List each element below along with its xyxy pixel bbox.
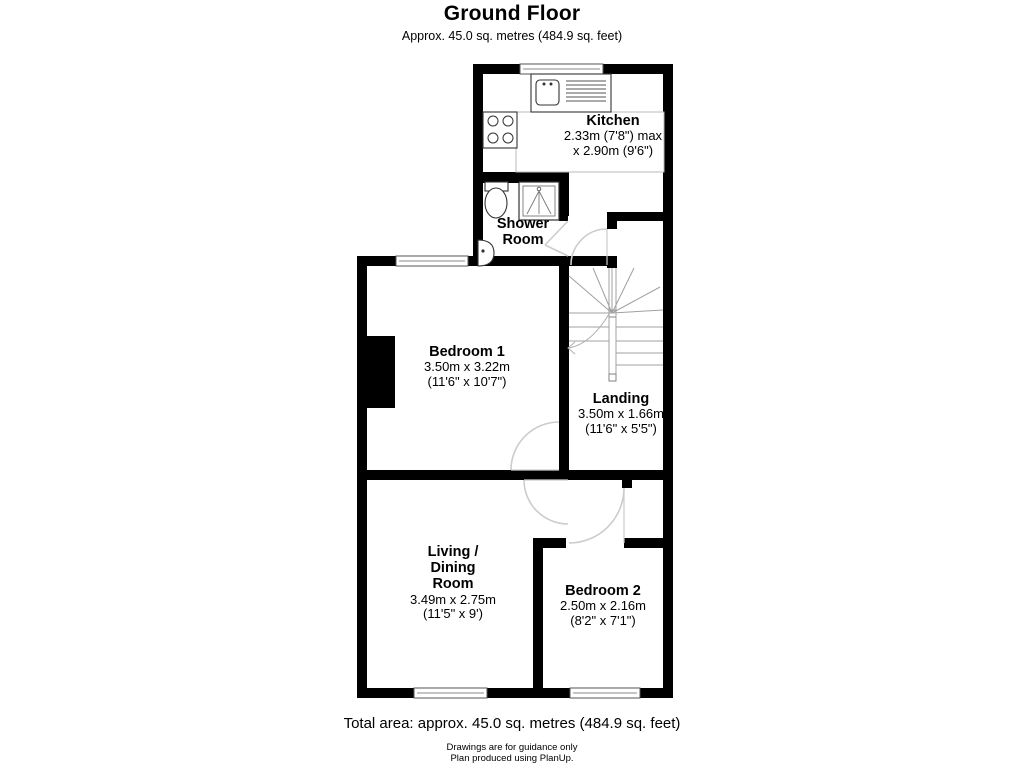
bedroom-2-name: Bedroom 2 <box>565 583 641 599</box>
kitchen-dim-1: 2.33m (7'8") max <box>563 128 663 144</box>
wall-kitchen-top-right <box>603 64 673 74</box>
wall-landing-left-upper <box>569 256 617 266</box>
stair-winder-6 <box>611 309 664 314</box>
window-kitchen <box>519 63 604 75</box>
wash-basin <box>477 239 495 267</box>
wall-landing-bottom-nib <box>622 470 632 488</box>
page-subtitle: Approx. 45.0 sq. metres (484.9 sq. feet) <box>401 29 623 43</box>
kitchen-drainer <box>566 80 606 102</box>
wall-bedroom2-top-left <box>533 538 566 548</box>
living-dining-dim-imperial: (11'5" x 9') <box>423 606 483 622</box>
window-group <box>395 63 641 699</box>
landing-name: Landing <box>592 391 650 407</box>
bedroom-1-dim-metric: 3.50m x 3.22m <box>424 359 510 375</box>
wall-bedroom1-bottom <box>357 470 569 480</box>
stair-newel-bottom <box>608 373 617 382</box>
wall-landing-left-upper2 <box>607 256 617 268</box>
wall-landing-top-nib2 <box>607 212 617 229</box>
shower-room-name-1: Shower <box>496 216 550 232</box>
wall-bedroom2-left <box>533 538 543 698</box>
door-shower-room <box>544 220 569 257</box>
kitchen-tap-1 <box>542 82 546 86</box>
wall-outer-bottom-left <box>357 688 414 698</box>
wall-kitchen-shower-divider <box>473 172 569 183</box>
wall-kitchen-top-left <box>473 64 520 74</box>
shower-spray-1 <box>526 190 540 215</box>
stair-winder-1 <box>568 275 613 314</box>
wall-shower-bottom <box>473 256 569 266</box>
total-area-text: Total area: approx. 45.0 sq. metres (484… <box>343 715 681 732</box>
wall-bedroom2-top-right <box>624 538 673 548</box>
stair-winder-4 <box>611 267 635 314</box>
wall-outer-right-upper <box>663 64 673 219</box>
wall-outer-bottom-mid <box>487 688 570 698</box>
wall-landing-top-nib <box>607 212 663 221</box>
door-landing-top <box>570 228 608 266</box>
kitchen-hob-burner-2 <box>502 115 514 127</box>
room-label-living-dining-room: Living / Dining Room 3.49m x 2.75m (11'5… <box>369 544 537 622</box>
wall-landing-bottom <box>569 470 663 480</box>
room-label-bedroom-1: Bedroom 1 3.50m x 3.22m (11'6" x 10'7") <box>376 344 558 389</box>
stair-winder-5 <box>611 286 661 314</box>
door-living-dining <box>523 479 569 525</box>
wall-nib-shower-door <box>559 212 568 221</box>
wall-outer-right-lower <box>663 219 673 698</box>
shower-room-fixtures <box>477 181 560 267</box>
room-label-kitchen: Kitchen 2.33m (7'8") max x 2.90m (9'6") <box>518 113 708 158</box>
window-living-dining <box>413 687 488 699</box>
wall-outer-bottom-right <box>640 688 673 698</box>
room-label-landing: Landing 3.50m x 1.66m (11'6" x 5'5") <box>530 391 712 436</box>
landing-dim-imperial: (11'6" x 5'5") <box>585 420 657 436</box>
kitchen-sink <box>535 79 560 106</box>
kitchen-worktop <box>515 111 665 173</box>
living-dining-dim-metric: 3.49m x 2.75m <box>410 591 496 607</box>
living-dining-name-2: Dining <box>430 560 476 577</box>
page-title: Ground Floor <box>443 2 581 25</box>
wc-toilet <box>484 187 508 219</box>
wash-basin-tap <box>481 249 485 253</box>
kitchen-hob-burner-4 <box>502 132 514 144</box>
door-group <box>510 220 625 544</box>
kitchen-hob-burner-3 <box>487 132 499 144</box>
disclaimer-line-2: Plan produced using PlanUp. <box>450 753 574 764</box>
wall-bedroom1-landing <box>559 266 569 478</box>
kitchen-dim-2: x 2.90m (9'6") <box>572 142 654 158</box>
bedroom-2-dim-metric: 2.50m x 2.16m <box>560 598 646 614</box>
disclaimer-line-1: Drawings are for guidance only <box>446 742 578 753</box>
kitchen-tap-2 <box>549 82 553 86</box>
bedroom-1-name: Bedroom 1 <box>429 344 505 360</box>
window-bedroom-2 <box>569 687 641 699</box>
wall-nib-bedroom1-door <box>559 460 569 480</box>
wall-shower-left <box>473 182 483 266</box>
wall-kitchen-left <box>473 64 483 182</box>
window-bedroom-1 <box>395 255 469 267</box>
kitchen-hob-burner-1 <box>487 115 499 127</box>
kitchen-name: Kitchen <box>586 113 640 129</box>
bedroom-1-dim-imperial: (11'6" x 10'7") <box>427 373 507 389</box>
landing-dim-metric: 3.50m x 1.66m <box>578 406 664 422</box>
kitchen-fixtures <box>482 73 665 173</box>
door-bedroom-2 <box>568 487 625 544</box>
wall-group <box>357 64 673 698</box>
stair-direction-arrow <box>568 313 610 349</box>
shower-room-name-2: Room <box>502 232 544 249</box>
room-label-shower-room: Shower Room <box>458 216 588 248</box>
wall-shower-right <box>559 172 569 216</box>
shower-head <box>536 186 542 192</box>
living-dining-name-1: Living / <box>427 544 479 560</box>
door-bedroom-1 <box>510 421 560 471</box>
bedroom-2-dim-imperial: (8'2" x 7'1") <box>570 612 636 628</box>
chimney-breast <box>367 336 395 408</box>
stair-arrow-head <box>567 341 576 355</box>
room-label-bedroom-2: Bedroom 2 2.50m x 2.16m (8'2" x 7'1") <box>512 583 694 628</box>
living-dining-name-3: Room <box>432 576 474 593</box>
shower-spray-3 <box>538 190 552 215</box>
staircase <box>567 267 664 382</box>
